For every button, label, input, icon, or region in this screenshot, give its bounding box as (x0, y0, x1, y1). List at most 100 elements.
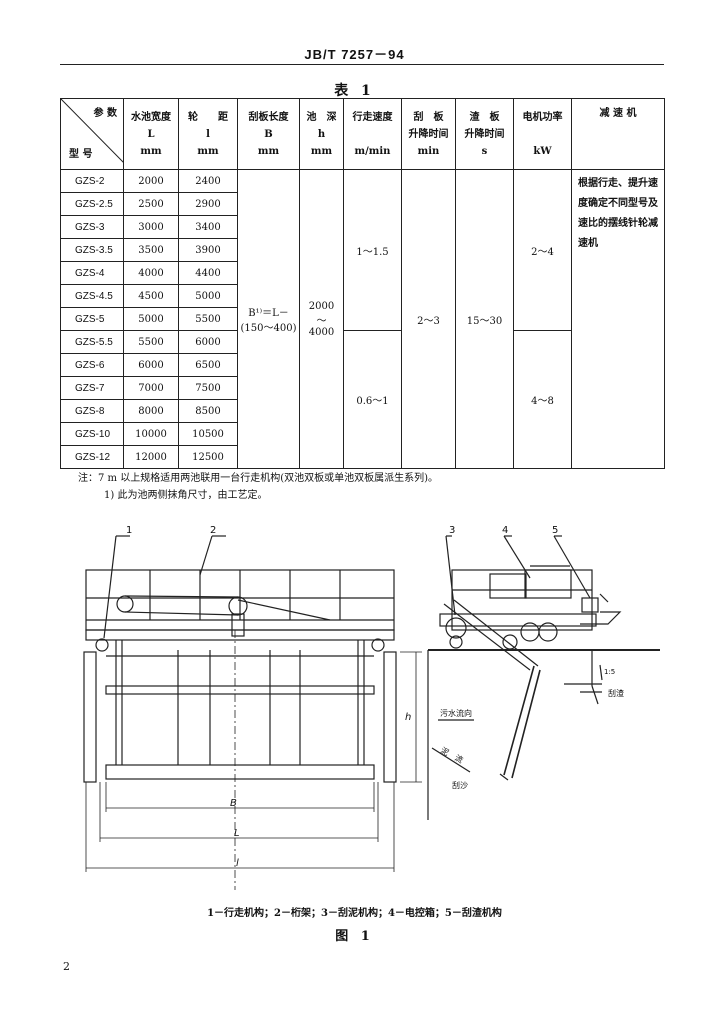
callout-4: 4 (502, 525, 508, 536)
figure-legend: 1－行走机构；2－桁架；3－刮泥机构；4－电控箱；5－刮渣机构 (207, 908, 502, 919)
cell-l: 3900 (178, 238, 238, 262)
figure-1-drawing: 1 2 3 4 5 h B L l 污水流向 泥 流 刮沙 刮渣 1:5 (83, 525, 660, 890)
cell-speed-upper: 1～1.5 (343, 169, 402, 331)
note-2: 1) 此为池两侧抹角尺寸，由工艺定。 (104, 490, 268, 501)
standard-number: JB/T 7257－94 (304, 47, 405, 62)
corner-header: 参 数 型 号 (60, 98, 124, 170)
cell-L: 3500 (123, 238, 179, 262)
cell-power-lower: 4～8 (513, 330, 572, 469)
cell-model: GZS-8 (60, 399, 124, 423)
cell-L: 12000 (123, 445, 179, 469)
cell-l: 7500 (178, 376, 238, 400)
cell-L: 2500 (123, 192, 179, 216)
side-truss (451, 569, 593, 631)
cell-model: GZS-10 (60, 422, 124, 446)
dim-l: l (236, 858, 239, 869)
cell-L: 7000 (123, 376, 179, 400)
label-slope: 1:5 (604, 668, 615, 676)
dim-L: L (234, 828, 240, 839)
cell-l: 12500 (178, 445, 238, 469)
cell-L: 4000 (123, 261, 179, 285)
cell-model: GZS-6 (60, 353, 124, 377)
cell-model: GZS-2 (60, 169, 124, 193)
note-1: 注：7 m 以上规格适用两池联用一台行走机构(双池双板或单池双板属派生系列)。 (78, 473, 439, 484)
cell-l: 2900 (178, 192, 238, 216)
cell-L: 5500 (123, 330, 179, 354)
pool-wall-right (383, 651, 397, 783)
cell-model: GZS-12 (60, 445, 124, 469)
callout-3: 3 (449, 525, 455, 536)
cell-l: 6000 (178, 330, 238, 354)
cell-model: GZS-4 (60, 261, 124, 285)
cell-L: 6000 (123, 353, 179, 377)
cell-model: GZS-3.5 (60, 238, 124, 262)
table-notes: 注：7 m 以上规格适用两池联用一台行走机构(双池双板或单池双板属派生系列)。 … (78, 470, 438, 504)
corner-model-label: 型 号 (69, 149, 93, 160)
rail-beam (85, 629, 395, 641)
callout-1: 1 (126, 525, 132, 536)
label-slag: 刮渣 (608, 688, 624, 698)
callout-2: 2 (210, 525, 216, 536)
scraper-blade (105, 764, 375, 780)
callout-5: 5 (552, 525, 558, 536)
col-header-reducer: 减 速 机 (571, 98, 665, 170)
cell-l: 2400 (178, 169, 238, 193)
label-mud-flow: 泥 流 (439, 745, 465, 765)
cell-l: 3400 (178, 215, 238, 239)
dim-h: h (405, 712, 411, 723)
cell-l: 6500 (178, 353, 238, 377)
cell-l: 5000 (178, 284, 238, 308)
cell-L: 4500 (123, 284, 179, 308)
cell-l: 5500 (178, 307, 238, 331)
col-header-speed: 行走速度 m/min (343, 98, 402, 170)
table-row: GZS-2 2000 2400 B¹⁾＝L－(150～400) 2000～400… (60, 169, 665, 469)
cell-power-upper: 2～4 (513, 169, 572, 331)
cell-L: 10000 (123, 422, 179, 446)
cell-model: GZS-5 (60, 307, 124, 331)
cell-L: 8000 (123, 399, 179, 423)
control-box (524, 569, 572, 599)
cell-speed-lower: 0.6～1 (343, 330, 402, 469)
table-title: 表 1 (334, 83, 375, 99)
cell-h-merged: 2000～4000 (299, 169, 344, 469)
cell-L: 3000 (123, 215, 179, 239)
corner-param-label: 参 数 (93, 108, 117, 119)
cell-reducer: 根据行走、提升速度确定不同型号及速比的摆线针轮减速机 (571, 169, 665, 469)
label-sand: 刮沙 (452, 780, 468, 790)
page-number: 2 (63, 960, 70, 973)
cell-L: 5000 (123, 307, 179, 331)
cell-l: 4400 (178, 261, 238, 285)
figure-title: 图 1 (335, 929, 374, 944)
pool-wall-left (83, 651, 97, 783)
drive-pulley-center (228, 596, 248, 616)
cell-model: GZS-7 (60, 376, 124, 400)
cell-model: GZS-2.5 (60, 192, 124, 216)
dim-B: B (230, 798, 237, 809)
cell-model: GZS-5.5 (60, 330, 124, 354)
cell-scraper-time: 2～3 (401, 169, 456, 469)
cell-l: 10500 (178, 422, 238, 446)
cell-model: GZS-4.5 (60, 284, 124, 308)
corner-diagonal (61, 99, 124, 163)
header-rule (60, 64, 664, 65)
label-water-flow: 污水流向 (440, 708, 472, 718)
col-header-power: 电机功率 kW (513, 98, 572, 170)
cell-B-merged: B¹⁾＝L－(150～400) (237, 169, 300, 469)
cell-L: 2000 (123, 169, 179, 193)
cell-model: GZS-3 (60, 215, 124, 239)
cell-slag-time: 15～30 (455, 169, 514, 469)
